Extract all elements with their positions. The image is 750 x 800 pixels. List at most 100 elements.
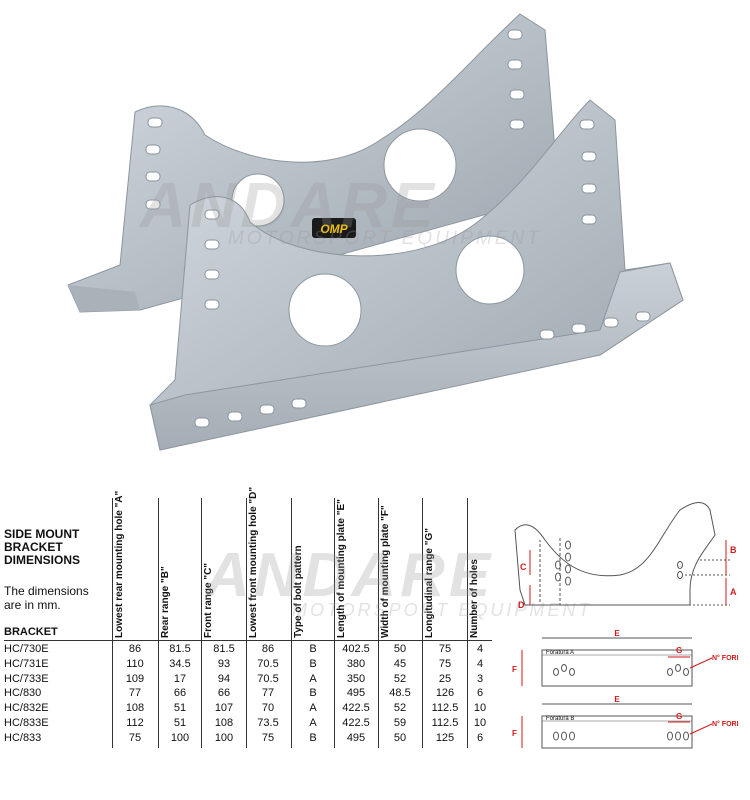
grid-line [158, 498, 159, 748]
table-title: SIDE MOUNT BRACKET DIMENSIONS [4, 527, 81, 567]
table-cell: 108 [125, 702, 145, 715]
table-cell: 4 [476, 643, 484, 655]
table-cell: 77 [261, 687, 275, 700]
table-cell: 112 [126, 717, 144, 729]
table-cell: 3 [476, 672, 484, 685]
plate-foratura-b: E Foratura B G F N° FORI [512, 695, 739, 749]
header-f: Width of mounting plate "F" [380, 505, 391, 638]
header-d: Lowest front mounting hole "D" [248, 486, 259, 638]
table-cell: 4 [476, 657, 484, 670]
table-cell: A [309, 672, 317, 685]
table-cell: 100 [170, 731, 190, 744]
holes-count-label: N° FORI [712, 720, 739, 728]
grid-line [112, 498, 113, 748]
table-cell: 86 [261, 643, 275, 655]
grid-line [334, 498, 335, 748]
grid-line [467, 498, 468, 748]
technical-drawing: B A C D E Foratura A G F N° FORI E Forat… [512, 502, 739, 749]
table-cell: 75 [128, 731, 142, 744]
dim-label-b: B [730, 545, 737, 555]
table-cell: 77 [128, 687, 142, 700]
table-cell: 50 [393, 643, 407, 655]
table-cell: 81.5 [169, 643, 191, 655]
table-cell: 81.5 [213, 643, 235, 655]
dim-label-f: F [512, 665, 517, 674]
table-cell-model: HC/832E [4, 702, 49, 715]
table-cell: 10 [473, 717, 487, 729]
table-cell-model: HC/731E [4, 657, 49, 670]
dim-label-g: G [676, 646, 682, 655]
table-cell: 73.5 [257, 717, 279, 729]
table-cell: 17 [173, 672, 187, 685]
table-cell: 125 [435, 731, 455, 744]
table-cell: 422.5 [342, 717, 370, 729]
table-cell: B [309, 731, 317, 744]
dim-label-e: E [614, 629, 620, 638]
table-cell: 70.5 [257, 672, 279, 685]
table-cell: 126 [435, 687, 455, 700]
header-c: Front range "C" [203, 562, 214, 638]
header-g: Longitudinal range "G" [424, 527, 435, 638]
table-cell: B [309, 657, 317, 670]
dim-label-d: D [518, 600, 525, 610]
grid-line [422, 498, 423, 748]
table-cell: 34.5 [169, 657, 191, 670]
table-cell: 45 [393, 657, 407, 670]
table-cell: 70 [261, 702, 275, 715]
dim-label-e: E [614, 695, 620, 704]
header-e: Length of mounting plate "E" [336, 499, 347, 638]
table-cell: A [309, 702, 317, 715]
dim-label-a: A [730, 587, 737, 597]
table-cell: 25 [438, 672, 452, 685]
table-cell: 66 [217, 687, 231, 700]
omp-logo: OMP [312, 218, 356, 238]
dim-label-c: C [520, 562, 527, 572]
foratura-b-label: Foratura B [546, 716, 574, 722]
holes-count-label: N° FORI [712, 654, 739, 662]
table-cell: 75 [261, 731, 275, 744]
header-a: Lowest rear mounting hole "A" [114, 490, 125, 638]
table-cell: 6 [476, 687, 484, 700]
table-cell: 107 [214, 702, 234, 715]
table-cell: 108 [214, 717, 234, 729]
table-cell-model: HC/833 [4, 731, 42, 744]
table-cell: 109 [125, 672, 145, 685]
table-cell: 495 [346, 687, 366, 700]
header-bolt-pattern: Type of bolt pattern [293, 545, 304, 638]
dimensions-note: The dimensions are in mm. [4, 584, 89, 612]
svg-text:OMP: OMP [320, 222, 348, 236]
table-cell: 112.5 [431, 717, 459, 729]
table-cell-model: HC/733E [4, 672, 49, 685]
table-cell: 52 [393, 672, 407, 685]
table-cell: 112.5 [431, 702, 459, 715]
table-cell: 6 [476, 731, 484, 744]
table-cell: B [309, 687, 317, 700]
header-divider [4, 640, 492, 641]
grid-line [291, 498, 292, 748]
table-cell: 93 [217, 657, 231, 670]
table-cell: 350 [346, 672, 366, 685]
table-cell: 59 [393, 717, 407, 729]
dim-label-f: F [512, 729, 517, 738]
grid-line [246, 498, 247, 748]
foratura-a-label: Foratura A [546, 650, 574, 656]
table-cell: 75 [438, 643, 452, 655]
table-cell: B [309, 643, 317, 655]
table-cell: 48.5 [389, 687, 411, 700]
table-cell: 66 [173, 687, 187, 700]
table-cell: 495 [346, 731, 366, 744]
table-cell: 75 [438, 657, 452, 670]
table-cell: 110 [126, 657, 144, 670]
dim-label-g: G [676, 712, 682, 721]
bracket-column-label: BRACKET [4, 626, 58, 638]
table-row: HC/733E 109 17 94 70.5 A 350 52 25 3 [0, 672, 495, 686]
table-cell: 51 [173, 717, 187, 729]
table-cell: 50 [393, 731, 407, 744]
table-cell: 94 [217, 672, 231, 685]
